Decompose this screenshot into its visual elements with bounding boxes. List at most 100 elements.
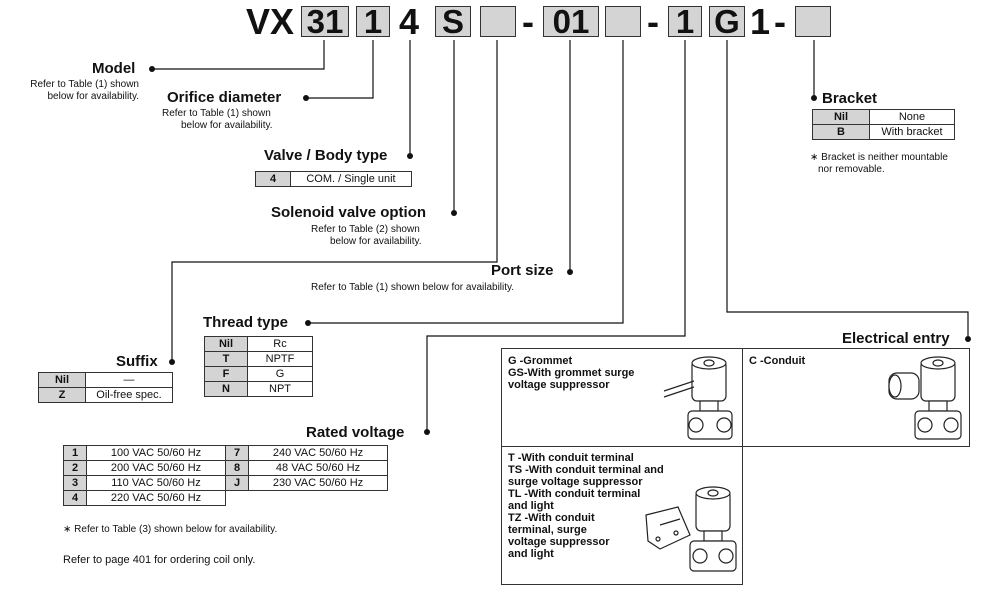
table-row: 1 100 VAC 50/60 Hz 7 240 VAC 50/60 Hz [63, 445, 388, 461]
orifice-note-1: Refer to Table (1) shown [162, 108, 271, 119]
entry-tl-line-2: and light [508, 500, 554, 512]
voltage-note: ∗ Refer to Table (3) shown below for ava… [63, 524, 278, 535]
voltage-key: 1 [63, 445, 87, 461]
voltage-value: 230 VAC 50/60 Hz [248, 475, 388, 491]
code-dash-2: - [647, 1, 659, 42]
code-orifice-box: 1 [356, 5, 390, 38]
body-table: 4 COM. / Single unit [255, 171, 412, 187]
code-body-digit: 4 [399, 1, 420, 42]
voltage-key: 3 [63, 475, 87, 491]
entry-terminal-box: T -With conduit terminal TS -With condui… [501, 446, 743, 585]
voltage-title: Rated voltage [306, 424, 405, 441]
entry-ts-line: TS -With conduit terminal and [508, 464, 664, 476]
thread-value: NPTF [247, 351, 313, 367]
table-row: Nil— [38, 372, 173, 388]
model-note-2: below for availability. [47, 91, 139, 102]
suffix-title: Suffix [116, 353, 158, 370]
entry-gs-line-2: voltage suppressor [508, 379, 610, 391]
voltage-key: 8 [225, 460, 249, 476]
voltage-key: J [225, 475, 249, 491]
thread-key: Nil [204, 336, 248, 352]
valve-conduit-icon [888, 356, 962, 440]
code-dash-3: - [774, 1, 786, 42]
entry-ts-line-2: surge voltage suppressor [508, 476, 643, 488]
body-key: 4 [255, 171, 291, 187]
thread-value: Rc [247, 336, 313, 352]
suffix-value: — [85, 372, 173, 388]
bracket-title: Bracket [822, 90, 878, 107]
suffix-key: Nil [38, 372, 86, 388]
voltage-value: 110 VAC 50/60 Hz [86, 475, 226, 491]
model-title: Model [92, 60, 136, 77]
entry-c-line: C -Conduit [749, 355, 806, 367]
voltage-value: 100 VAC 50/60 Hz [86, 445, 226, 461]
voltage-value: 240 VAC 50/60 Hz [248, 445, 388, 461]
orifice-title: Orifice diameter [167, 89, 282, 106]
option-note-2: below for availability. [330, 236, 422, 247]
bracket-value: With bracket [869, 124, 955, 140]
model-note-1: Refer to Table (1) shown [30, 79, 139, 90]
code-option-box: S [435, 5, 471, 38]
body-value: COM. / Single unit [290, 171, 412, 187]
table-row: 4 220 VAC 50/60 Hz [63, 490, 388, 506]
code-one-digit: 1 [750, 1, 771, 42]
entry-title: Electrical entry [842, 330, 950, 347]
valve-terminal-icon [645, 486, 737, 572]
voltage-value: 48 VAC 50/60 Hz [248, 460, 388, 476]
code-dash-1: - [522, 1, 534, 42]
orifice-note-2: below for availability. [181, 120, 273, 131]
table-row: 2 200 VAC 50/60 Hz 8 48 VAC 50/60 Hz [63, 460, 388, 476]
suffix-value: Oil-free spec. [85, 387, 173, 403]
entry-gs-line: GS-With grommet surge [508, 367, 635, 379]
code-voltage-box: 1 [668, 5, 702, 38]
option-note-1: Refer to Table (2) shown [311, 224, 420, 235]
port-title: Port size [491, 262, 554, 279]
entry-tl-line: TL -With conduit terminal [508, 488, 641, 500]
suffix-key: Z [38, 387, 86, 403]
code-thread-box [605, 6, 641, 37]
voltage-table: 1 100 VAC 50/60 Hz 7 240 VAC 50/60 Hz 2 … [63, 445, 388, 506]
entry-tz-line-3: voltage suppressor [508, 536, 610, 548]
code-port-box: 01 [543, 5, 599, 38]
valve-grommet-icon [663, 356, 733, 440]
voltage-key: 7 [225, 445, 249, 461]
entry-t-line: T -With conduit terminal [508, 452, 634, 464]
coil-note: Refer to page 401 for ordering coil only… [63, 554, 256, 566]
bracket-note-2: nor removable. [818, 164, 885, 175]
thread-key: T [204, 351, 248, 367]
code-model-box: 31 [301, 5, 349, 38]
voltage-key: 2 [63, 460, 87, 476]
code-prefix: VX [246, 1, 295, 42]
code-bracket-box [795, 6, 831, 37]
thread-key: F [204, 366, 248, 382]
table-row: 3 110 VAC 50/60 Hz J 230 VAC 50/60 Hz [63, 475, 388, 491]
voltage-key: 4 [63, 490, 87, 506]
option-title: Solenoid valve option [271, 204, 427, 221]
thread-value: G [247, 366, 313, 382]
voltage-value: 220 VAC 50/60 Hz [86, 490, 226, 506]
entry-grommet-box: G -Grommet GS-With grommet surge voltage… [501, 348, 743, 447]
bracket-key: Nil [812, 109, 870, 125]
entry-conduit-box: C -Conduit [742, 348, 970, 447]
thread-key: N [204, 381, 248, 397]
entry-tz-line: TZ -With conduit [508, 512, 595, 524]
body-title: Valve / Body type [264, 147, 388, 164]
voltage-value-empty [249, 491, 388, 506]
entry-tz-line-4: and light [508, 548, 554, 560]
table-row: 4 COM. / Single unit [255, 171, 412, 187]
bracket-value: None [869, 109, 955, 125]
bracket-key: B [812, 124, 870, 140]
code-entry-box: G [709, 5, 745, 38]
code-suffix-box [480, 6, 516, 37]
